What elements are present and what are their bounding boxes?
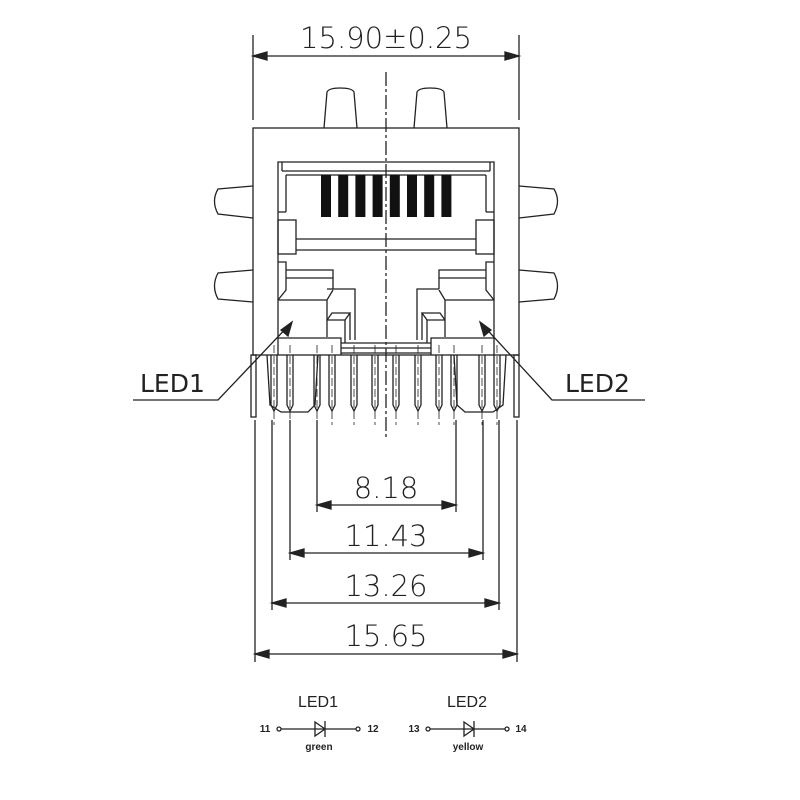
shield-tab-left (250, 354, 257, 418)
pin-base-left (266, 354, 319, 413)
pin-11: 11 (260, 724, 271, 735)
pin-12: 12 (367, 724, 379, 735)
contact-blade (407, 175, 417, 217)
side-peg (518, 185, 559, 219)
dimension-13-26: 13.26 (269, 569, 502, 608)
side-peg (213, 269, 254, 303)
side-peg (518, 269, 559, 303)
jack-opening (277, 161, 495, 355)
extension-lines (254, 420, 518, 662)
contacts (321, 175, 452, 217)
contact-blade (355, 175, 366, 217)
dimension-15-65: 15.65 (252, 619, 520, 659)
dimension-11-43: 11.43 (287, 519, 486, 558)
led2-color: yellow (453, 742, 484, 753)
pin-13: 13 (408, 724, 420, 735)
led1-callout: LED1 (133, 320, 294, 401)
contact-blade (389, 175, 400, 217)
contact-blade (372, 175, 383, 217)
contact-blade (424, 175, 435, 217)
housing (252, 127, 520, 356)
overall-width-dimension: 15.90±0.25 (250, 21, 522, 120)
led1-color: green (305, 742, 332, 753)
shield-tab-right (513, 354, 520, 418)
pin-14: 14 (515, 724, 527, 735)
led1-label: LED1 (140, 369, 205, 398)
top-peg-right (413, 87, 448, 129)
pins (270, 345, 501, 425)
side-peg (213, 185, 254, 219)
dimension-label: 15.65 (344, 619, 427, 653)
led2-schematic-title: LED2 (447, 694, 487, 711)
diode-icon (314, 720, 327, 738)
pin-base-right (453, 354, 507, 413)
overall-width-label: 15.90±0.25 (300, 21, 472, 55)
dimension-label: 11.43 (344, 519, 427, 553)
diode-icon (463, 720, 476, 738)
contact-blade (441, 175, 452, 217)
led2-schematic: LED2 13 14 yellow (408, 694, 527, 753)
led1-schematic-title: LED1 (298, 694, 338, 711)
dimension-label: 8.18 (354, 471, 419, 505)
led2-callout: LED2 (478, 320, 645, 401)
dimension-label: 13.26 (344, 569, 427, 603)
top-peg-left (323, 87, 358, 129)
led2-label: LED2 (565, 369, 630, 398)
contact-blade (321, 175, 331, 217)
contact-blade (338, 175, 349, 217)
led1-schematic: LED1 11 12 green (260, 694, 379, 753)
dimension-8-18: 8.18 (314, 471, 459, 510)
